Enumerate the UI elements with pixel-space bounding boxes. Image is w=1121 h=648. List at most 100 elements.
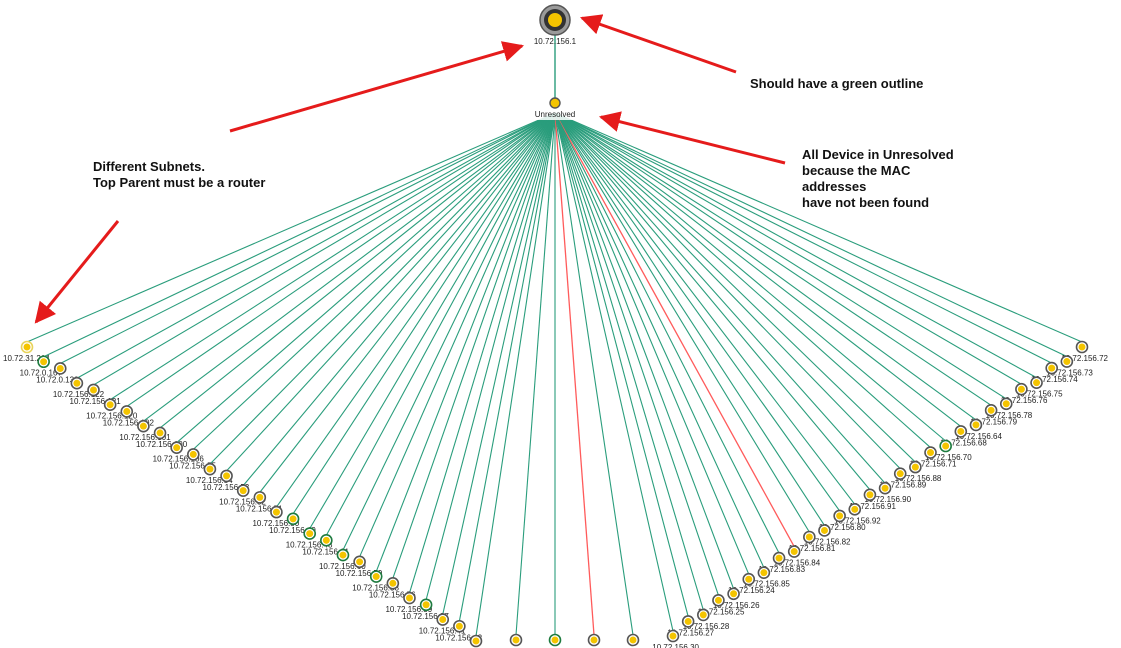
device-node[interactable]: [509, 633, 523, 647]
device-label: 10.72.156.27: [667, 628, 714, 637]
edge-right-5: [554, 112, 1007, 400]
device-node[interactable]: 10.72.156.88: [895, 460, 942, 484]
device-label: 10.72.156.82: [804, 537, 851, 546]
device-node[interactable]: [626, 633, 640, 647]
device-node[interactable]: 10.72.156.53: [203, 469, 250, 492]
device-icon: [866, 491, 874, 499]
device-node[interactable]: 10.72.156.122: [53, 376, 105, 400]
device-node[interactable]: 10.72.156.76: [1001, 382, 1048, 406]
device-icon: [106, 401, 114, 409]
unresolved-hub-node[interactable]: Unresolved: [531, 97, 579, 120]
device-node[interactable]: 10.72.156.102: [103, 405, 155, 428]
device-node[interactable]: 10.72.156.54: [186, 462, 233, 486]
device-node[interactable]: 10.72.156.52: [219, 484, 266, 507]
device-node[interactable]: 10.72.156.120: [86, 398, 138, 421]
device-node[interactable]: 10.72.156.100: [136, 426, 188, 449]
device-icon: [957, 427, 965, 435]
arrow-to-subnet-node: [34, 220, 120, 324]
device-label: 10.72.156.120: [86, 412, 138, 421]
device-label: 10.72.156.122: [53, 390, 105, 399]
edge-left-26: [458, 112, 556, 622]
edge-left-2: [60, 112, 556, 364]
device-node[interactable]: 10.72.156.73: [1046, 355, 1093, 378]
device-node[interactable]: 10.72.156.49: [269, 512, 316, 535]
edge-right-14: [554, 112, 871, 491]
device-node[interactable]: 10.72.156.55: [169, 448, 217, 471]
device-node[interactable]: 10.72.156.101: [119, 419, 171, 443]
device-node[interactable]: 10.72.156.80: [819, 509, 866, 532]
device-node[interactable]: 10.72.156.59: [336, 555, 383, 578]
device-node[interactable]: 10.72.156.92: [834, 503, 881, 525]
device-node[interactable]: 10.72.156.72: [1061, 340, 1109, 364]
device-node[interactable]: 10.72.156.89: [880, 467, 927, 490]
device-node[interactable]: 10.72.156.50: [252, 505, 300, 529]
device-label: 10.72.156.37: [402, 612, 449, 621]
edge-right-8: [554, 112, 962, 427]
edge-right-16: [554, 112, 841, 512]
device-node[interactable]: 10.72.156.26: [713, 587, 760, 610]
device-node[interactable]: 10.72.156.83: [758, 551, 806, 575]
edge-right-24: [554, 112, 719, 596]
device-node[interactable]: 10.72.0.167: [20, 355, 63, 378]
arrow-to-hub: [598, 111, 786, 165]
device-icon: [322, 536, 330, 544]
device-node[interactable]: 10.72.156.27: [667, 615, 715, 638]
device-node[interactable]: 10.72.156.81: [789, 530, 836, 554]
device-node[interactable]: 10.72.31.214: [3, 340, 50, 364]
edge-left-11: [209, 112, 556, 465]
device-icon: [1063, 358, 1071, 366]
edge-right-15: [554, 112, 856, 505]
device-node[interactable]: 10.72.156.78: [986, 397, 1033, 420]
device-node[interactable]: 10.72.156.85: [743, 566, 790, 589]
device-node[interactable]: [587, 633, 601, 647]
device-node[interactable]: 10.72.156.56: [369, 576, 416, 600]
device-node[interactable]: 10.72.156.121: [70, 383, 122, 406]
device-node[interactable]: 10.72.156.84: [773, 545, 821, 568]
device-icon: [760, 569, 768, 577]
device-icon: [472, 637, 480, 645]
device-node[interactable]: 10.72.156.91: [849, 488, 896, 511]
device-node[interactable]: 10.72.156.40: [452, 634, 499, 648]
edge-left-10: [192, 112, 556, 450]
router-icon: [548, 13, 562, 27]
device-icon: [942, 442, 950, 450]
device-node[interactable]: 10.72.156.61: [302, 534, 350, 557]
device-node[interactable]: 10.72.156.60: [319, 548, 366, 572]
device-node[interactable]: 10.72.156.68: [940, 425, 987, 448]
device-node[interactable]: 10.72.0.133: [36, 362, 79, 385]
device-node[interactable]: 10.72.156.74: [1031, 361, 1078, 385]
device-label: 10.72.156.79: [970, 417, 1017, 426]
edge-left-5: [109, 112, 556, 401]
device-node[interactable]: 10.72.156.30: [652, 629, 700, 648]
device-node[interactable]: 10.72.156.39: [385, 591, 433, 615]
edge-right-20: [554, 112, 780, 554]
device-node[interactable]: 10.72.156.82: [804, 524, 851, 547]
device-node[interactable]: 10.72.156.79: [970, 404, 1018, 427]
device-node[interactable]: 10.72.156.28: [683, 608, 730, 631]
device-node[interactable]: 10.72.156.70: [925, 439, 972, 463]
device-node[interactable]: 10.72.156.58: [352, 570, 399, 593]
root-router-node[interactable]: 10.72.156.1: [534, 4, 577, 46]
device-icon: [73, 379, 81, 387]
device-label: 10.72.156.74: [1031, 375, 1078, 384]
device-node[interactable]: 10.72.156.71: [910, 446, 957, 469]
device-node[interactable]: 10.72.156.25: [698, 594, 745, 617]
device-icon: [805, 533, 813, 541]
device-icon: [455, 622, 463, 630]
device-node[interactable]: 10.72.156.37: [402, 598, 449, 621]
device-node[interactable]: 10.72.156.90: [864, 481, 912, 505]
device-node[interactable]: 10.72.156.24: [728, 572, 775, 596]
device-node[interactable]: 10.72.156.42: [435, 619, 483, 643]
device-icon: [306, 530, 314, 538]
device-node[interactable]: 10.72.156.51: [236, 491, 283, 514]
device-icon: [699, 611, 707, 619]
device-node[interactable]: 10.72.156.75: [1016, 376, 1063, 399]
device-node[interactable]: 10.72.156.48: [286, 527, 333, 550]
device-node[interactable]: [548, 633, 562, 647]
edge-right-2: [554, 112, 1052, 364]
device-node[interactable]: 10.72.156.64: [955, 418, 1003, 441]
device-node[interactable]: 10.72.156.41: [419, 613, 466, 636]
device-label: 10.72.156.25: [698, 607, 745, 616]
device-node[interactable]: 10.72.156.106: [153, 441, 205, 464]
